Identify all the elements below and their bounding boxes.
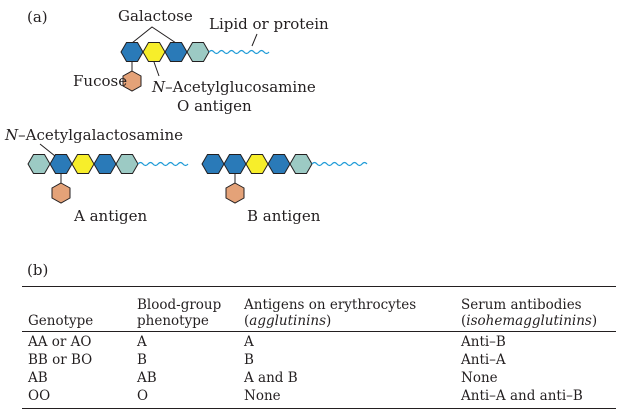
galactose-hexagon [164,42,188,62]
table-cell: None [461,370,498,386]
n-acetylglucosamine-hexagon [245,154,269,174]
n-acetylglucosamine-label: N–Acetylglucosamine [151,78,316,96]
table-cell: B [137,352,147,368]
n-acetylglucosamine-hexagon [71,154,95,174]
fucose-label: Fucose [73,72,127,90]
blood-group-antigen-diagram: (a) Galactose Lipid or protein Fucose N–… [4,7,368,279]
fucose-hexagon [122,70,142,92]
table-cell: None [244,388,281,404]
n-acetylgalactosamine-hexagon [115,154,139,174]
panel-a-label: (a) [27,8,48,26]
n-acetylglucosamine-pointer [153,61,160,77]
lipid-or-protein-chain [137,161,189,167]
lipid-or-protein-chain [311,161,368,167]
table-cell: Anti–A and anti–B [461,388,583,404]
a-antigen-structure: N–Acetylgalactosamine A antigen [4,126,189,225]
galactose-hexagon [201,154,225,174]
o-antigen-structure: Galactose Lipid or protein Fucose N–Acet… [73,7,329,115]
table-cell: O [137,388,149,404]
table-cell: AA or AO [28,334,92,350]
table-bottom-rule [22,408,616,409]
header-phenotype-line2: phenotype [137,313,209,329]
galactose-hexagon [49,154,73,174]
table-cell: A and B [244,370,298,386]
lipid-pointer [251,33,258,47]
galactose-hexagon [223,154,247,174]
header-antigens-line1: Antigens on erythrocytes [244,297,417,313]
header-antibodies-line2: (isohemagglutinins) [461,313,598,329]
galactose-label: Galactose [118,7,193,25]
header-antibodies-line1: Serum antibodies [461,297,582,313]
n-acetylgalactosamine-label: N–Acetylgalactosamine [4,126,183,144]
lipid-or-protein-label: Lipid or protein [209,15,329,33]
table-cell: BB or BO [28,352,93,368]
fucose-hexagon [51,182,71,204]
table-cell: AB [28,370,48,386]
header-genotype: Genotype [28,313,94,329]
table-cell: Anti–B [461,334,506,350]
a-antigen-label: A antigen [73,207,148,225]
galactose-hexagon [120,42,144,62]
galactose-hexagon [267,154,291,174]
table-cell: B [244,352,254,368]
b-antigen-structure: B antigen [201,154,368,225]
header-phenotype-line1: Blood-group [137,297,222,313]
lipid-or-protein-chain [208,49,270,55]
n-acetylgalactosamine-hexagon [289,154,313,174]
fucose-hexagon [225,182,245,204]
table-cell: A [137,334,147,350]
o-antigen-label: O antigen [177,97,252,115]
panel-b-label: (b) [27,261,48,279]
n-acetylgalactosamine-hexagon [186,42,210,62]
table-cell: A [244,334,254,350]
header-antigens-line2: (agglutinins) [244,313,332,329]
n-acetylgalactosamine-hexagon [27,154,51,174]
galactose-pointer [131,26,177,44]
table-header-rule [22,331,616,332]
table-cell: OO [28,388,51,404]
n-acetylglucosamine-hexagon [142,42,166,62]
galactose-hexagon [93,154,117,174]
table-cell: AB [137,370,157,386]
table-cell: Anti–A [461,352,506,368]
b-antigen-label: B antigen [247,207,321,225]
table-top-rule [22,286,616,287]
